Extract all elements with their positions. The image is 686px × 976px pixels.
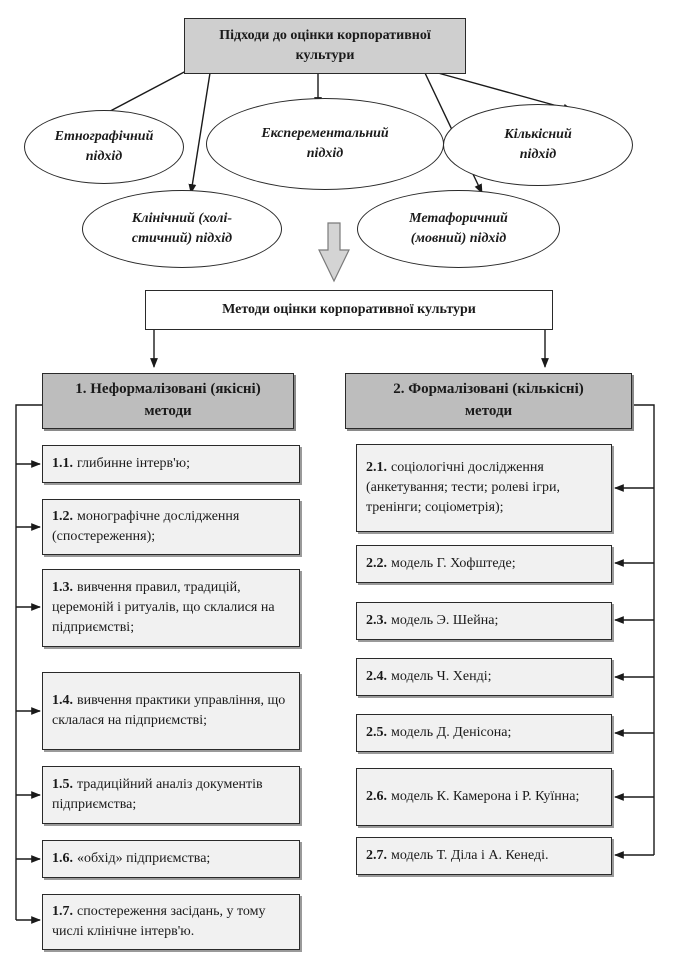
formal-methods-header: 2. Формалізовані (кількісні) методи <box>345 373 632 429</box>
formal-method-item: 2.7.модель Т. Діла і А. Кенеді. <box>356 837 612 875</box>
approaches-title-box: Підходи до оцінки корпоративної культури <box>184 18 466 74</box>
approach-experimental: Експерементальний підхід <box>206 98 444 190</box>
formal-method-item: 2.1.соціологічні дослідження (анкетуванн… <box>356 444 612 532</box>
approach-metaphorical: Метафоричний (мовний) підхід <box>357 190 560 268</box>
left-bracket <box>15 404 43 920</box>
informal-method-item: 1.4.вивчення практики управління, що скл… <box>42 672 300 750</box>
approach-clinical: Клінічний (холі- стичний) підхід <box>82 190 282 268</box>
approach-quantitative: Кількісний підхід <box>443 104 633 186</box>
informal-method-item: 1.5.традиційний аналіз документів підпри… <box>42 766 300 824</box>
approach-ethnographic: Етнографічний підхід <box>24 110 184 184</box>
approaches-title-line2: культури <box>295 48 355 63</box>
right-bracket <box>633 404 655 855</box>
informal-method-item: 1.1.глибинне інтерв'ю; <box>42 445 300 483</box>
formal-method-item: 2.5.модель Д. Денісона; <box>356 714 612 752</box>
approaches-title-line1: Підходи до оцінки корпоративної <box>219 27 431 43</box>
big-down-arrow <box>318 222 350 283</box>
methods-title-box: Методи оцінки корпоративної культури <box>145 290 553 330</box>
informal-methods-header: 1. Неформалізовані (якісні) методи <box>42 373 294 429</box>
informal-method-item: 1.7.спостереження засідань, у тому числі… <box>42 894 300 950</box>
informal-method-item: 1.2.монографічне дослідження (спостереже… <box>42 499 300 555</box>
informal-method-item: 1.6.«обхід» підприємства; <box>42 840 300 878</box>
formal-method-item: 2.3.модель Э. Шейна; <box>356 602 612 640</box>
formal-method-item: 2.2.модель Г. Хофштеде; <box>356 545 612 583</box>
methods-title: Методи оцінки корпоративної культури <box>222 301 476 317</box>
arrow-to-clinical <box>188 72 211 194</box>
informal-method-item: 1.3.вивчення правил, традицій, церемоній… <box>42 569 300 647</box>
formal-method-item: 2.4.модель Ч. Хенді; <box>356 658 612 696</box>
formal-method-item: 2.6.модель К. Камерона і Р. Куїнна; <box>356 768 612 826</box>
